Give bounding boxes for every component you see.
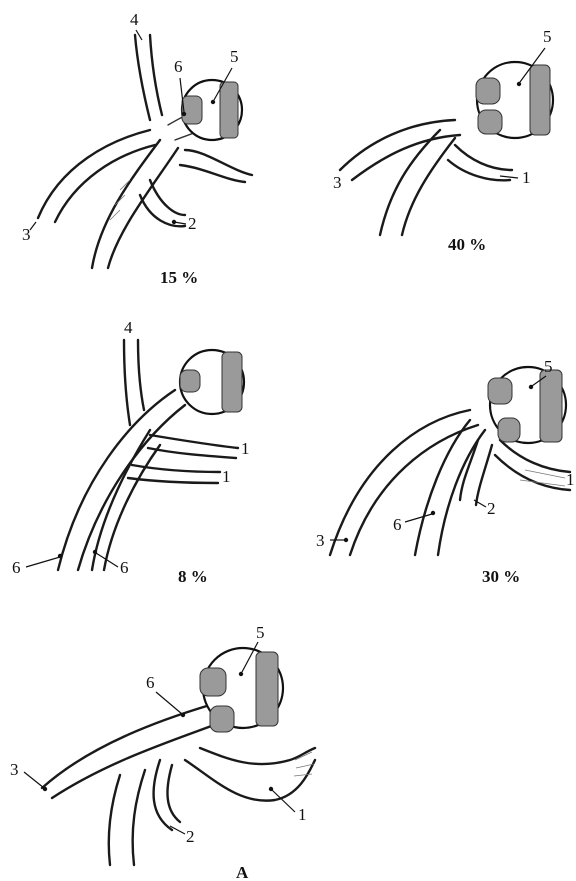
label-3: 3: [10, 760, 19, 779]
vessel-4: [124, 340, 130, 425]
variant-panel-15: 4 6 5 3 2 15 %: [22, 10, 252, 287]
label-2: 2: [186, 827, 195, 846]
variant-panel-A: 5 6 3 1 2 A: [10, 623, 315, 881]
main-trunk: [92, 140, 160, 268]
main-trunk: [109, 775, 120, 865]
label-1: 1: [566, 470, 575, 489]
variant-panel-8: 4 1 1 6 6 8 %: [12, 318, 250, 586]
vessel-3: [42, 705, 210, 788]
label-6: 6: [146, 673, 155, 692]
label-5: 5: [230, 47, 239, 66]
label-4: 4: [124, 318, 133, 337]
label-1-lower: 1: [222, 467, 231, 486]
label-5: 5: [543, 27, 552, 46]
vessel-2: [154, 760, 172, 830]
vessel-6-right: [92, 430, 150, 570]
vessel-2: [150, 180, 185, 215]
vessel-1-upper: [150, 435, 238, 448]
label-6: 6: [393, 515, 402, 534]
vessel-1: [185, 760, 315, 801]
label-1: 1: [298, 805, 307, 824]
label-2: 2: [487, 499, 496, 518]
label-4: 4: [130, 10, 139, 29]
label-6-left: 6: [12, 558, 21, 577]
vessel-4: [135, 35, 150, 120]
label-6: 6: [174, 57, 183, 76]
label-3: 3: [22, 225, 31, 244]
label-1: 1: [522, 168, 531, 187]
label-3: 3: [333, 173, 342, 192]
variant-panel-40: 5 3 1 40 %: [333, 27, 553, 254]
percentage-8: 8 %: [178, 567, 208, 586]
percentage-30: 30 %: [482, 567, 520, 586]
label-6-right: 6: [120, 558, 129, 577]
percentage-40: 40 %: [448, 235, 486, 254]
vessel-1: [455, 145, 512, 170]
variant-panel-30: 5 3 6 2 1 30 %: [316, 357, 575, 586]
panel-letter-A: A: [236, 863, 249, 881]
label-1-upper: 1: [241, 439, 250, 458]
label-2: 2: [188, 214, 197, 233]
clip-shading: [220, 82, 238, 138]
label-5: 5: [256, 623, 265, 642]
percentage-15: 15 %: [160, 268, 198, 287]
label-3: 3: [316, 531, 325, 550]
label-5: 5: [544, 357, 553, 376]
